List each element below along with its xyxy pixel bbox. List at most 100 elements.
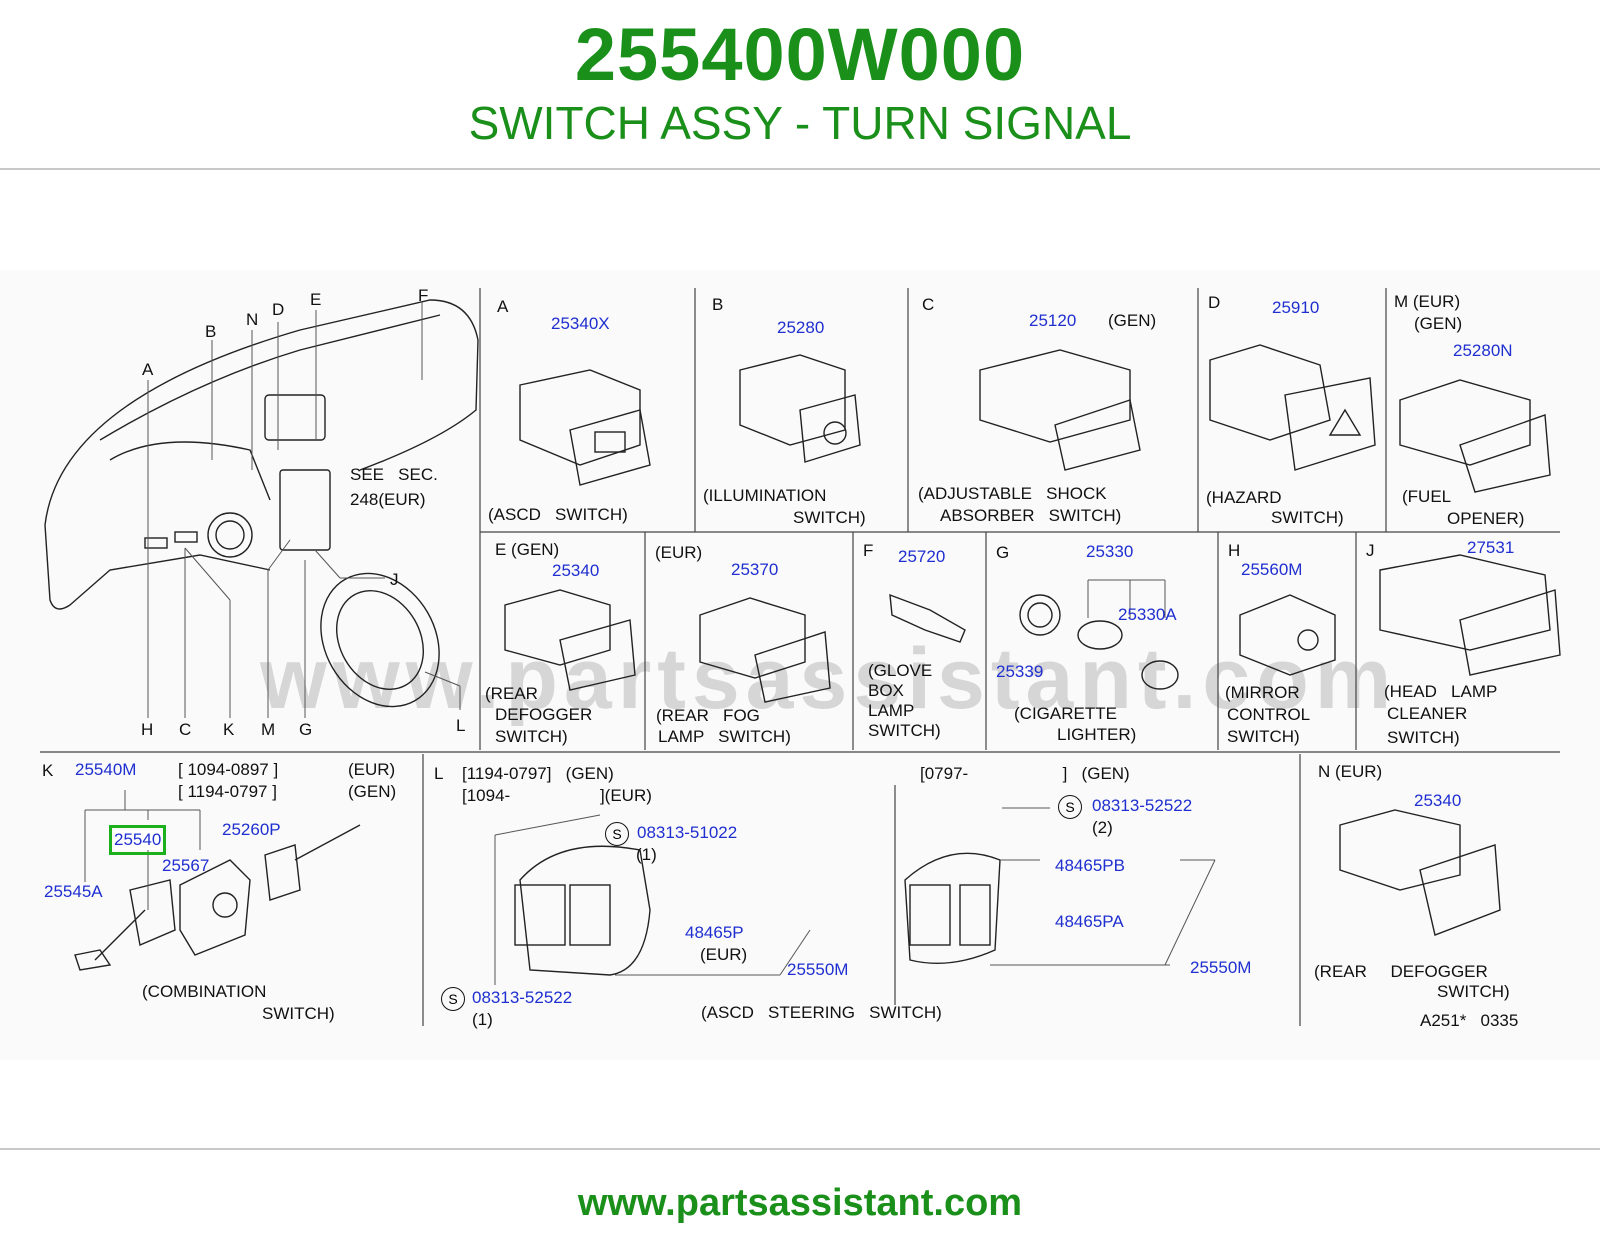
part-25540m-label[interactable]: 25540M [75,760,137,779]
part-08313-51022-label[interactable]: 08313-51022 [637,823,738,842]
watermark: www.partsassistant.com [260,631,1398,727]
see-section-note-2: 248(EUR) [350,490,426,509]
panel-g-caption-2: LIGHTER) [1057,725,1137,744]
page-header: 255400W000 SWITCH ASSY - TURN SIGNAL [0,0,1600,168]
part-48465p-label[interactable]: 48465P [685,923,744,942]
dashboard-drawing [44,299,479,708]
screw-symbol: S [441,987,465,1011]
part-25370-label[interactable]: 25370 [731,560,779,579]
panel-m-qualifier: (GEN) [1414,314,1463,333]
panel-k-qualifier-1: (EUR) [348,760,396,779]
qty-label: (2) [1092,818,1113,837]
panel-d-caption-2: SWITCH) [1271,508,1344,527]
panel-c-letter: C [922,295,935,314]
panel-grid-lines [40,288,1560,1026]
panel-n-caption-1: (REAR DEFOGGER [1314,962,1488,981]
panel-h-letter: H [1228,541,1241,560]
panel-l-letter: L [434,764,444,783]
part-48465pb-label[interactable]: 48465PB [1055,856,1125,875]
part-25120-label[interactable]: 25120 [1029,311,1077,330]
callout-letter-d: D [272,300,285,319]
panel-g-letter: G [996,543,1010,562]
panel-m-caption-1: (FUEL [1402,487,1452,506]
panel-e-letter: E (GEN) [495,540,560,559]
panel-j-letter: J [1366,541,1375,560]
panel-k-caption-1: (COMBINATION [142,982,267,1001]
panel-m-caption-2: OPENER) [1447,509,1525,528]
callout-letter-m: M [261,720,276,739]
panel-a-caption: (ASCD SWITCH) [488,505,628,524]
callout-letter-l: L [456,716,466,735]
panel-a-letter: A [497,297,509,316]
overview-leader-lines [147,302,461,718]
part-25340-n-label[interactable]: 25340 [1414,791,1462,810]
part-25330a-label[interactable]: 25330A [1118,605,1177,624]
part-25280-label[interactable]: 25280 [777,318,825,337]
screw-symbol: S [1058,795,1082,819]
panel-c-qualifier: (GEN) [1108,311,1157,330]
part-25339-label[interactable]: 25339 [996,662,1044,681]
panel-h-caption-1: (MIRROR [1225,683,1300,702]
panel-d-caption-1: (HAZARD [1206,488,1282,507]
part-25340x-label[interactable]: 25340X [551,314,610,333]
panel-d-letter: D [1208,293,1221,312]
part-25340-e-label[interactable]: 25340 [552,561,600,580]
panel-f-caption-4: SWITCH) [868,721,941,740]
part-25280n-label[interactable]: 25280N [1453,341,1513,360]
panel-h-caption-3: SWITCH) [1227,727,1300,746]
part-25720-label[interactable]: 25720 [898,547,946,566]
callout-letter-a: A [142,360,154,379]
part-48465pa-label[interactable]: 48465PA [1055,912,1124,931]
part-25550m-label[interactable]: 25550M [787,960,849,979]
part-25330-label[interactable]: 25330 [1086,542,1134,561]
diagram-drawing [40,288,1561,1026]
panel-e-eur-caption-2: LAMP SWITCH) [658,727,791,746]
panel-n-caption-2: SWITCH) [1437,982,1510,1001]
parts-diagram: www.partsassistant.com [0,270,1600,1060]
panel-c-caption-1: (ADJUSTABLE SHOCK [918,484,1107,503]
panel-f-letter: F [863,541,874,560]
part-25550m-label[interactable]: 25550M [1190,958,1252,977]
part-08313-52522-label[interactable]: 08313-52522 [472,988,573,1007]
qty-label: (1) [472,1010,493,1029]
panel-f-caption-2: BOX [868,681,904,700]
panel-c-caption-2: ABSORBER SWITCH) [940,506,1122,525]
panel-k-range-2: [ 1194-0797 ] [178,782,277,801]
panel-b-letter: B [712,295,724,314]
callout-letter-e: E [310,290,322,309]
callout-letter-k: K [223,720,235,739]
callout-letter-j: J [390,570,399,589]
panel-l-caption: (ASCD STEERING SWITCH) [701,1003,942,1022]
panel-k-letter: K [42,761,54,780]
part-25567-label[interactable]: 25567 [162,856,210,875]
panel-g-caption-1: (CIGARETTE [1014,704,1117,723]
footer-website-link[interactable]: www.partsassistant.com [577,1182,1023,1224]
panel-e-caption-2: DEFOGGER [495,705,593,724]
part-25560m-label[interactable]: 25560M [1241,560,1303,579]
diagram-reference-code: A251* 0335 [1420,1011,1519,1030]
panel-m-letter: M (EUR) [1394,292,1461,311]
panel-k-range-1: [ 1094-0897 ] [178,760,279,779]
part-08313-52522-label[interactable]: 08313-52522 [1092,796,1193,815]
screw-symbol: S [605,822,629,846]
callout-letter-b: B [205,322,217,341]
part-25910-label[interactable]: 25910 [1272,298,1320,317]
panel-e-eur-letter: (EUR) [655,543,703,562]
callout-letter-g: G [299,720,313,739]
panel-k-qualifier-2: (GEN) [348,782,397,801]
panel-l-qualifier: (EUR) [700,945,748,964]
callout-letter-f: F [418,286,429,305]
panel-e-caption-3: SWITCH) [495,727,568,746]
part-25260p-label[interactable]: 25260P [222,820,281,839]
callout-letter-c: C [179,720,192,739]
switch-drawings [74,344,1561,976]
panel-j-caption-1: (HEAD LAMP [1384,682,1498,701]
header-divider [0,168,1600,170]
panel-k-caption-2: SWITCH) [262,1004,335,1023]
panel-l-range-2: [1094- ](EUR) [462,786,652,805]
callout-letter-n: N [246,310,259,329]
panel-f-caption-1: (GLOVE [868,661,933,680]
part-25545a-label[interactable]: 25545A [44,882,103,901]
part-27531-label[interactable]: 27531 [1467,538,1515,557]
part-25540-label-highlighted[interactable]: 25540 [108,825,167,855]
